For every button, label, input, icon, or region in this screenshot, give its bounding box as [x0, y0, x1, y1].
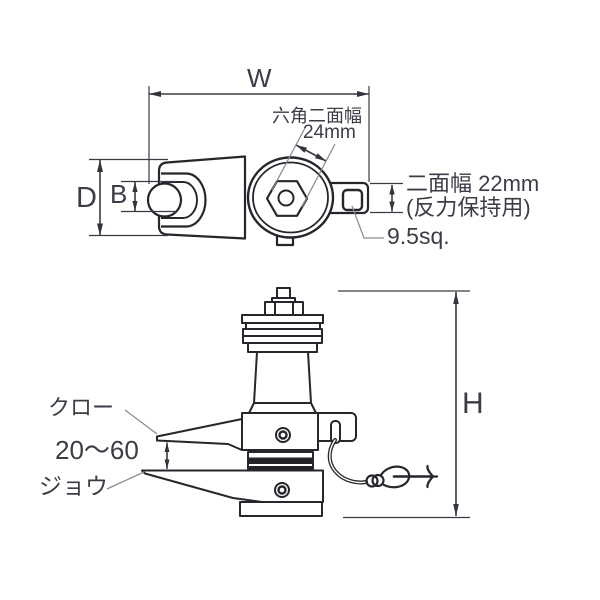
hex-extension-line-left — [271, 127, 306, 191]
retaining-pin — [330, 420, 341, 444]
dim-label-b: B — [110, 179, 128, 209]
collar-dark-band-2 — [249, 466, 312, 471]
jaw-label: ジョウ — [39, 473, 108, 499]
claw-blade — [156, 418, 243, 451]
arrow-opening-top — [164, 442, 170, 452]
claw-label: クロー — [48, 395, 115, 420]
flat-width-label: 二面幅 22mm — [406, 171, 540, 196]
ball-collar-outer — [161, 172, 207, 228]
spool-rim — [247, 342, 318, 353]
knot-coil-2 — [371, 473, 385, 488]
dim-label-d: D — [76, 182, 97, 214]
knot-coil-1 — [365, 474, 379, 488]
flat-width-note: (反力保持用) — [406, 195, 531, 220]
hex-nut — [264, 301, 304, 316]
arrow-opening-bottom — [164, 459, 170, 469]
arrow-d-bottom — [97, 223, 103, 236]
hex-center-hole — [277, 189, 295, 207]
arrow-w-right — [357, 91, 369, 97]
arrow-24-left — [296, 145, 307, 153]
arrowheads — [97, 91, 459, 516]
arrow-w-left — [149, 91, 161, 97]
claw-leader — [124, 409, 158, 435]
spool-flare — [248, 402, 317, 414]
ball-collar-inner — [161, 181, 198, 219]
drive-size-label: 9.5sq. — [387, 223, 450, 249]
pivot-ball — [146, 182, 183, 218]
jaw-blade — [141, 469, 324, 503]
arrow-h-top — [453, 292, 459, 304]
arrow-22-bottom — [389, 201, 395, 212]
arrow-24-right — [315, 153, 326, 161]
top-view-part — [146, 155, 370, 247]
flange-4 — [242, 335, 323, 344]
clip-prong-up — [426, 464, 435, 478]
arrow-b-bottom — [132, 201, 138, 211]
arrow-h-bottom — [453, 504, 459, 516]
collar-dark-band-1 — [249, 457, 312, 464]
hex-width-value: 24mm — [303, 122, 356, 143]
opening-range-label: 20〜60 — [55, 435, 139, 465]
lower-rivet-inner — [277, 485, 287, 495]
base-foot — [239, 501, 323, 517]
cord-line-highlight — [329, 439, 367, 484]
flange-3 — [242, 328, 323, 337]
safety-cord — [327, 438, 439, 489]
arrow-b-top — [132, 182, 138, 192]
jaw-leader — [106, 471, 145, 490]
spool-waist — [253, 351, 312, 404]
hex-width-label: 六角二面幅 — [272, 106, 362, 126]
hex-extension-line-right — [301, 143, 336, 208]
arrow-22-top — [389, 184, 395, 195]
knot-loop — [379, 465, 411, 489]
cord-line — [327, 438, 368, 485]
clip-prong-down — [426, 475, 435, 489]
dim-label-w: W — [247, 63, 272, 93]
dim-label-h: H — [462, 387, 484, 420]
drive-square-9-5sq — [341, 188, 364, 212]
leader-lines — [106, 127, 384, 490]
front-view-part — [141, 287, 439, 517]
arrow-d-top — [97, 160, 103, 172]
flange-1 — [241, 314, 324, 324]
boss-inner-circle — [252, 161, 329, 234]
drive-square-leader — [351, 205, 384, 239]
upper-rivet-inner — [278, 430, 288, 440]
